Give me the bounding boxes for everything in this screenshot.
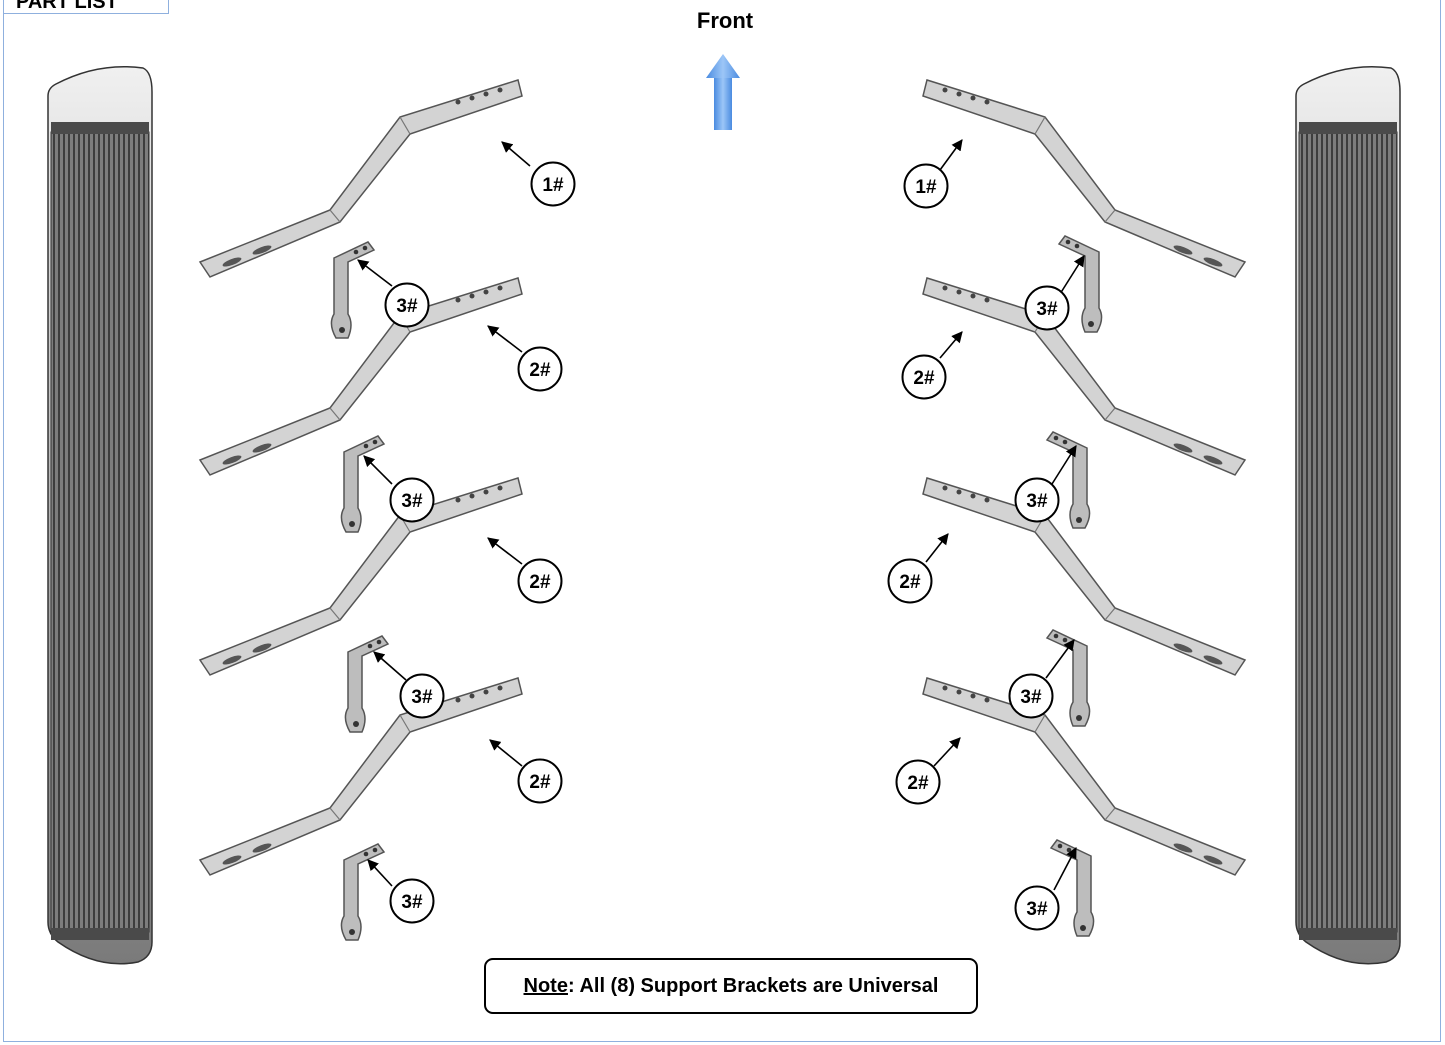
callout-label: 3# [396,296,418,317]
callout-right-2: 3# [1024,285,1070,331]
front-arrow-icon [706,54,740,130]
left-clamp-3 [344,635,389,733]
left-clamp-1 [330,241,375,339]
page-title: PART LIST [3,0,169,14]
callout-label: 3# [1026,491,1048,512]
running-board-right [1295,65,1401,965]
callouts-left: 1# 3# 2# 3# 2# 3# 2# 3# [384,161,576,924]
callout-label: 2# [529,772,551,793]
callout-right-7: 2# [895,759,941,805]
callout-left-2: 3# [384,282,430,328]
callout-left-8: 3# [389,878,435,924]
callout-label: 2# [899,572,921,593]
callout-label: 2# [529,360,551,381]
callouts-right: 1# 3# 2# 3# 2# 3# 2# 3# [887,163,1070,931]
callout-right-3: 2# [901,354,947,400]
right-bracket-2 [922,277,1246,476]
callout-left-1: 1# [530,161,576,207]
callout-right-5: 2# [887,558,933,604]
note-box: Note: All (8) Support Brackets are Unive… [484,958,978,1014]
callout-label: 3# [1026,899,1048,920]
right-clamp-3 [1046,629,1091,727]
callout-label: 3# [1036,299,1058,320]
front-label: Front [696,8,754,33]
callout-label: 1# [915,177,937,198]
callout-left-7: 2# [517,758,563,804]
callout-label: 3# [1020,687,1042,708]
callout-label: 3# [411,687,433,708]
callout-label: 2# [907,773,929,794]
page-frame [3,0,1441,1042]
callout-label: 3# [401,491,423,512]
callout-left-5: 2# [517,558,563,604]
callout-right-1: 1# [903,163,949,209]
callout-left-3: 2# [517,346,563,392]
callout-label: 3# [401,892,423,913]
callout-label: 1# [542,175,564,196]
running-board-left [47,65,153,965]
callout-left-4: 3# [389,477,435,523]
callout-right-8: 3# [1014,885,1060,931]
callout-left-6: 3# [399,673,445,719]
callout-label: 2# [529,572,551,593]
callout-label: 2# [913,368,935,389]
left-clamp-4 [340,843,385,941]
callout-right-4: 3# [1014,477,1060,523]
callout-right-6: 3# [1008,673,1054,719]
left-clamp-2 [340,435,385,533]
note-text: : All (8) Support Brackets are Universal [567,975,939,997]
leader-lines [357,139,1085,891]
note-prefix: Note [523,975,568,997]
